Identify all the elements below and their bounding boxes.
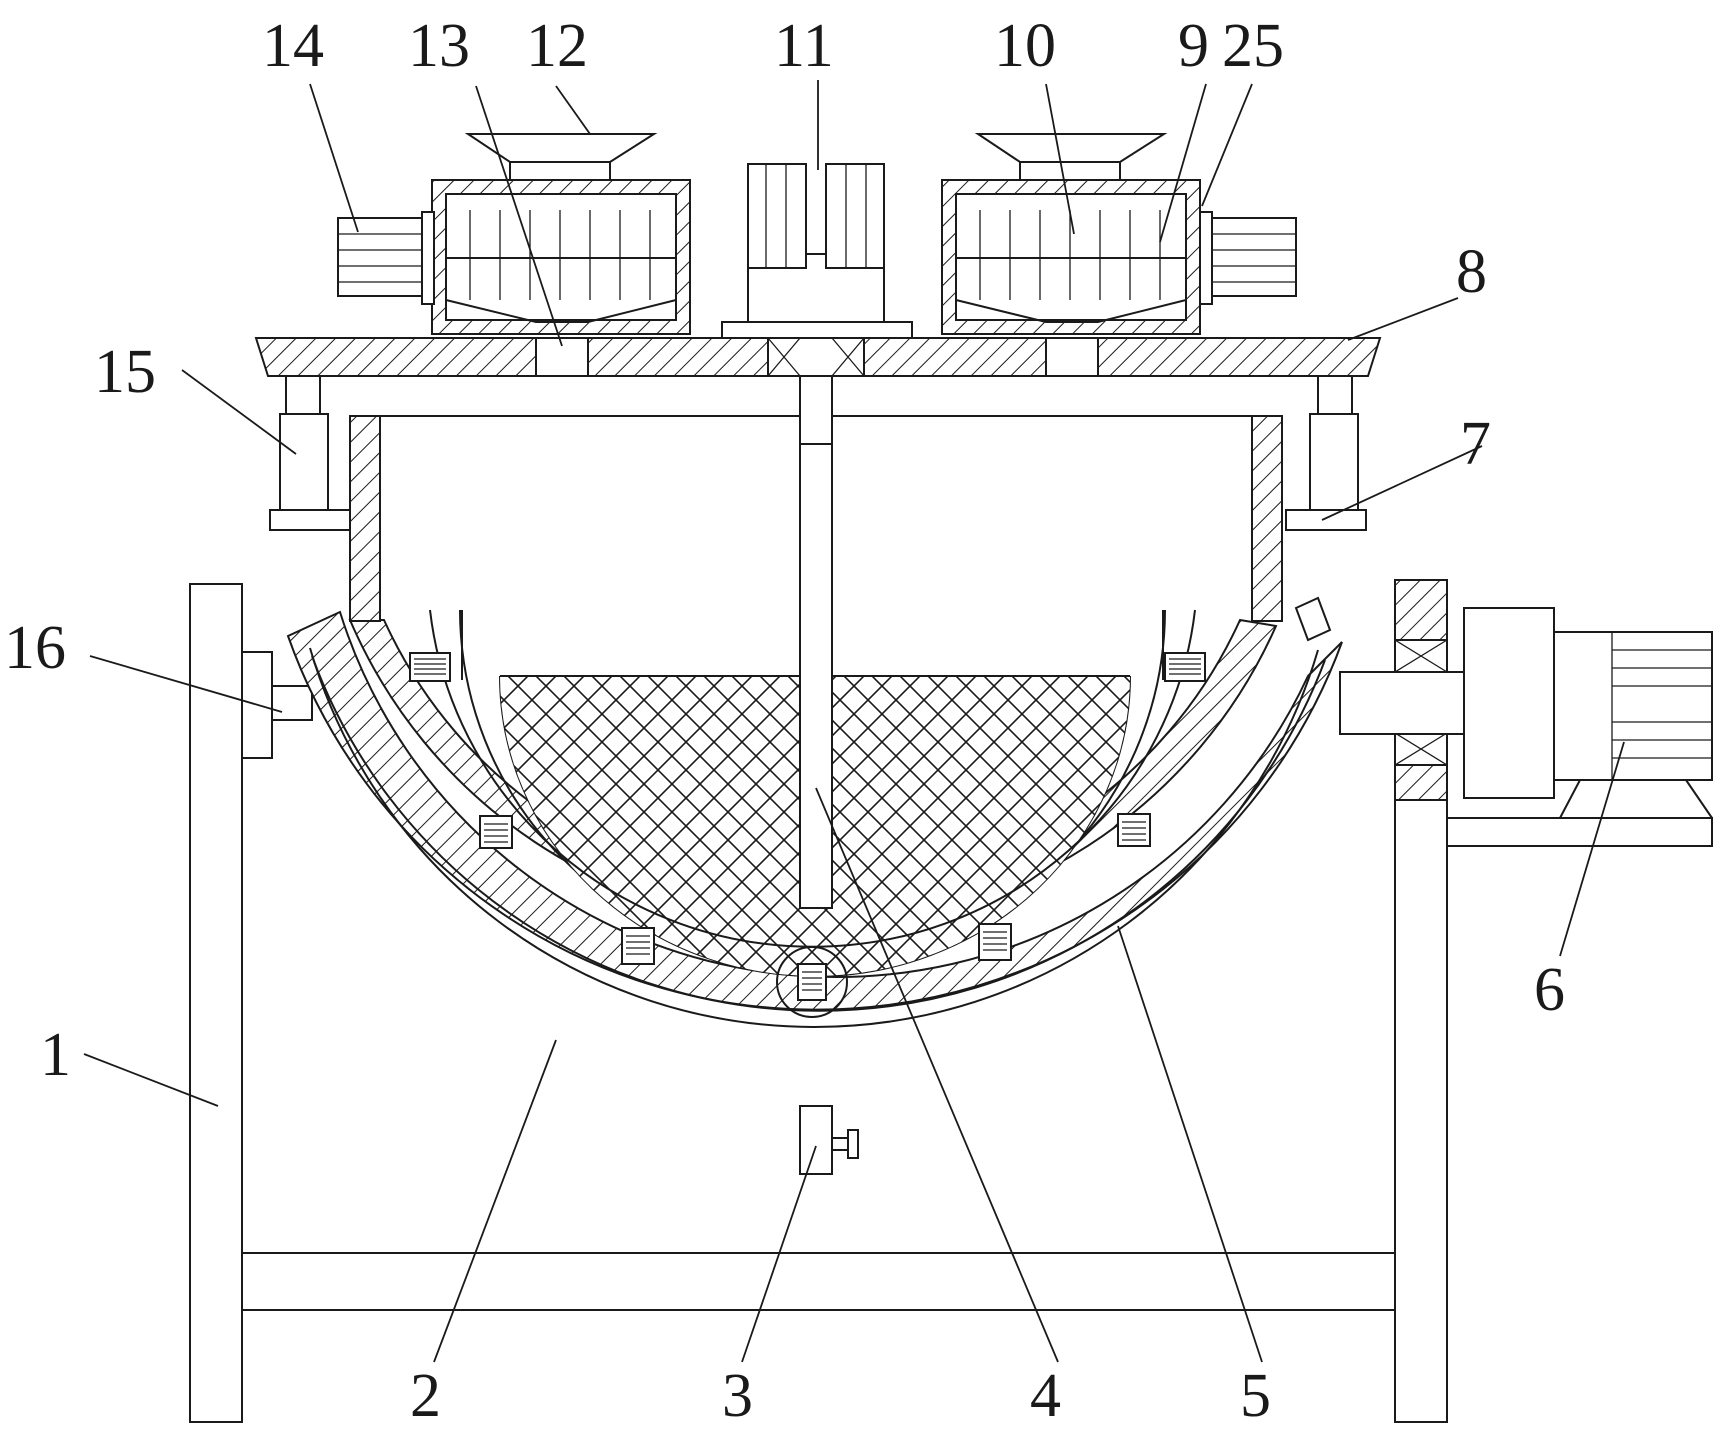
label-10: 10 — [994, 12, 1056, 80]
label-13: 13 — [408, 12, 470, 80]
drain-valve — [800, 1106, 858, 1174]
drive-motor — [1464, 608, 1712, 818]
label-15: 15 — [94, 338, 156, 406]
left-crusher — [338, 134, 690, 334]
stirring-shaft — [800, 342, 832, 908]
label-7: 7 — [1460, 410, 1491, 478]
label-14: 14 — [262, 12, 324, 80]
label-11: 11 — [774, 12, 834, 80]
right-crusher — [942, 134, 1296, 334]
label-9: 9 — [1178, 12, 1209, 80]
label-4: 4 — [1030, 1362, 1061, 1430]
right-bearing-post — [1340, 580, 1465, 800]
top-cover-plate — [256, 338, 1380, 376]
label-8: 8 — [1456, 238, 1487, 306]
central-motor — [722, 164, 912, 338]
label-6: 6 — [1534, 956, 1565, 1024]
label-2: 2 — [410, 1362, 441, 1430]
label-1: 1 — [40, 1021, 71, 1089]
label-3: 3 — [722, 1362, 753, 1430]
label-25: 25 — [1222, 12, 1284, 80]
inlet-nozzle — [1296, 598, 1330, 640]
label-5: 5 — [1240, 1362, 1271, 1430]
label-12: 12 — [526, 12, 588, 80]
label-16: 16 — [4, 614, 66, 682]
